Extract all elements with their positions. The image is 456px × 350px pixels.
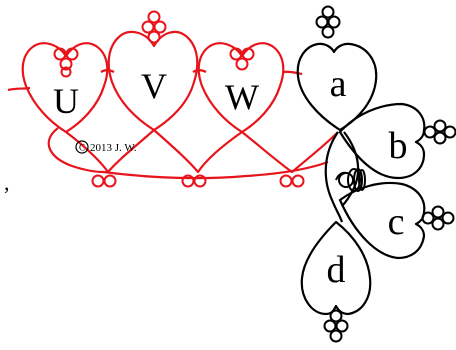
picot-cluster-c [421,205,455,231]
copyright-symbol-icon [75,140,89,154]
picot-cluster-d [323,309,349,343]
thread-arc-left [324,131,344,223]
thread-join-vw [192,69,207,73]
thread-arc-right [341,131,360,207]
picot-cluster-v-top [141,10,167,44]
chain-lower-vw [153,129,243,174]
thread-join-wa [282,70,303,76]
picot-cluster-a [315,5,341,39]
ring-label-u: U [53,81,79,121]
copyright-text: 2013 J. W. [90,142,137,154]
petal-b [338,102,426,180]
chain-lower-wa [241,131,339,174]
red-rings-group [7,10,339,188]
center-knot [335,168,366,192]
picot-pair-3 [279,174,305,188]
chain-lower-left [47,127,105,174]
copyright-notice: C 2013 J. W. [75,140,137,154]
petal-label-a: a [330,63,347,105]
chain-lower-tail [103,160,329,180]
ring-label-w: W [225,77,259,117]
ring-labels: U V W [53,66,259,121]
petal-label-c: c [388,201,405,243]
stray-comma: , [4,170,10,195]
ring-label-v: V [141,66,167,106]
picot-cluster-u [53,47,79,78]
thread-tail-left [7,86,31,92]
petal-labels: a b c d [327,63,408,291]
black-petals-group [296,5,456,343]
picot-pair-1 [91,174,117,188]
picot-cluster-w [229,47,255,71]
picot-cluster-b [423,119,456,145]
petal-d [300,220,372,316]
copyright-symbol-c: C [79,143,85,153]
picot-pair-2 [181,174,207,188]
petal-label-d: d [327,249,346,291]
petal-c [338,181,426,260]
petal-a [296,42,378,132]
petal-label-b: b [389,125,408,167]
